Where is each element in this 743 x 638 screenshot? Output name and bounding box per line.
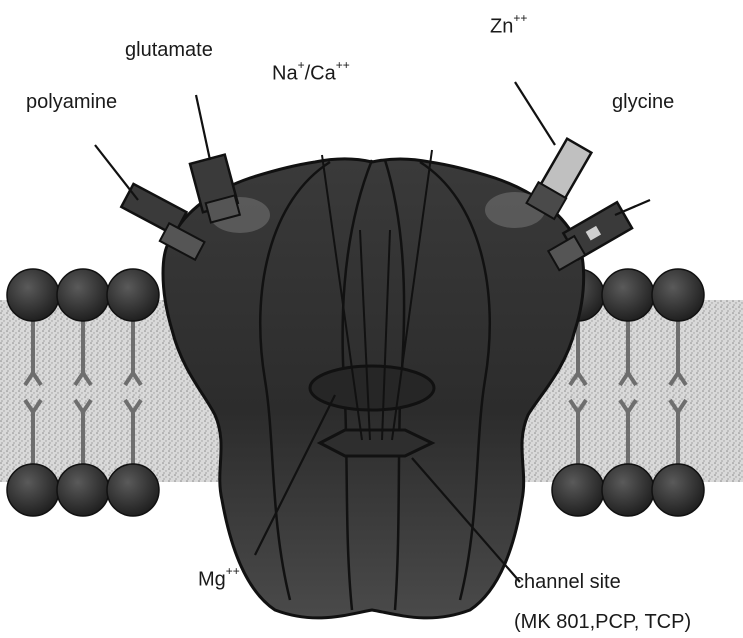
glycine-label: glycine [612, 92, 674, 112]
magnesium-charge: ++ [226, 564, 240, 578]
channel-pore-upper [310, 366, 434, 410]
lipid-head [107, 269, 159, 321]
lipid-head [7, 269, 59, 321]
calcium-symbol: /Ca [305, 63, 336, 85]
zinc-symbol: Zn [490, 16, 513, 38]
lipid-head [552, 464, 604, 516]
lipid-head [652, 464, 704, 516]
lipid-head [602, 269, 654, 321]
zinc-binding-site [527, 137, 593, 219]
channel-pore-lower [320, 430, 432, 456]
nmda-receptor [163, 150, 584, 618]
glutamate-label: glutamate [125, 40, 213, 60]
magnesium-label: Mg++ [198, 568, 240, 590]
zinc-label: Zn++ [490, 15, 527, 37]
calcium-charge: ++ [336, 58, 350, 72]
polyamine-label: polyamine [26, 92, 117, 112]
channel-blockers-label: (MK 801,PCP, TCP) [514, 612, 691, 632]
sodium-symbol: Na [272, 63, 298, 85]
sodium-charge: + [298, 58, 305, 72]
lipid-head [57, 269, 109, 321]
zinc-pointer [515, 82, 555, 145]
glutamate-pointer [196, 95, 210, 160]
sodium-calcium-label: Na+/Ca++ [272, 62, 350, 84]
magnesium-symbol: Mg [198, 569, 226, 591]
lipid-head [57, 464, 109, 516]
lipid-head [652, 269, 704, 321]
zinc-charge: ++ [513, 11, 527, 25]
lipid-head [602, 464, 654, 516]
polyamine-pointer [95, 145, 138, 200]
lipid-head [107, 464, 159, 516]
channel-site-label: channel site [514, 572, 621, 592]
lipid-head [7, 464, 59, 516]
